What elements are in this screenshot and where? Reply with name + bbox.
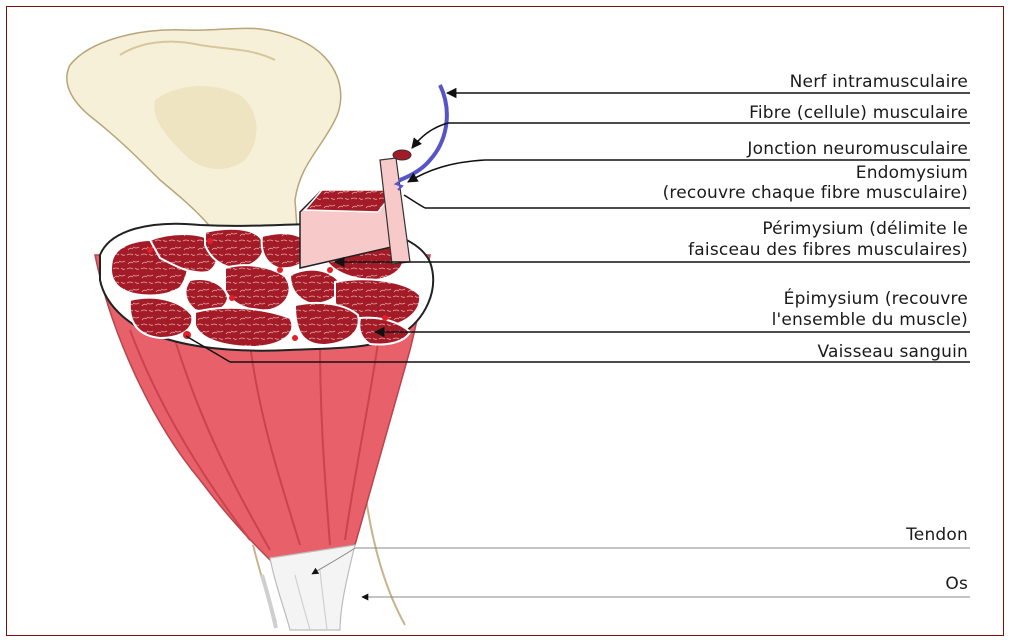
label-epimysium-desc: l'ensemble du muscle)	[772, 310, 968, 330]
label-tendon: Tendon	[906, 525, 968, 545]
label-endomysium-desc: (recouvre chaque fibre musculaire)	[663, 183, 968, 203]
label-perimysium: Périmysium (délimite le	[762, 219, 968, 239]
label-jonction-neuromusculaire: Jonction neuromusculaire	[747, 139, 968, 159]
label-fibre-musculaire: Fibre (cellule) musculaire	[749, 103, 968, 123]
label-os: Os	[945, 574, 968, 594]
label-perimysium-desc: faisceau des fibres musculaires)	[688, 240, 968, 260]
tendon	[270, 545, 355, 630]
label-vaisseau-sanguin: Vaisseau sanguin	[817, 342, 968, 362]
label-nerf-intramusculaire: Nerf intramusculaire	[790, 72, 968, 92]
label-endomysium: Endomysium	[856, 163, 968, 183]
nerve	[400, 85, 447, 180]
label-epimysium: Épimysium (recouvre	[784, 289, 968, 309]
